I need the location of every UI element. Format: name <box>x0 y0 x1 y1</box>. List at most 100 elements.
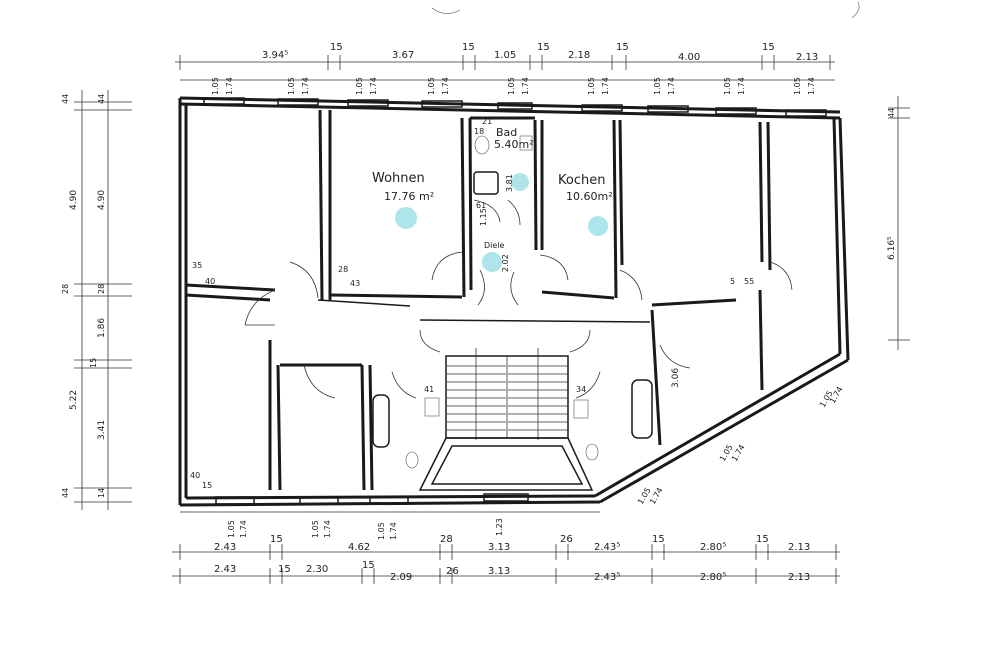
toilet-icon <box>424 397 440 417</box>
top-dimension-line: 3.94⁵ 15 3.67 15 1.05 15 2.18 15 4.00 15… <box>175 42 835 70</box>
room-marker-kochen <box>588 216 608 236</box>
room-area-bad: 5.40m² <box>494 138 534 151</box>
room-code: 41 <box>424 385 434 394</box>
dim-left: 44 <box>61 488 70 498</box>
room-code: 40 <box>205 277 215 286</box>
win-dim: 1.05 <box>427 77 436 95</box>
dim-bottom1: 2.13 <box>788 542 810 553</box>
dim-left: 15 <box>89 358 98 368</box>
dim-misc: 3.81 <box>505 174 514 192</box>
sink-icon <box>405 451 419 469</box>
room-marker-diele <box>482 252 502 272</box>
win-dim: 1.05 <box>507 77 516 95</box>
room-code: 15 <box>202 481 212 490</box>
dim-bottom2: 2.43⁵ <box>594 572 620 583</box>
bottom-dimension-line-1: 2.43 15 4.62 28 3.13 26 2.43⁵ 15 2.80⁵ 1… <box>172 534 840 560</box>
room-marker-wohnen <box>395 207 417 229</box>
dim-misc: 3.06 <box>671 368 681 388</box>
dim-bottom1: 2.43 <box>214 542 236 553</box>
room-label-wohnen: Wohnen <box>372 171 425 186</box>
win-dim: 1.05 <box>377 522 386 540</box>
diag-dim: 1.74 <box>730 443 747 463</box>
room-code: 5 <box>730 277 735 286</box>
win-dim: 1.74 <box>301 77 310 95</box>
dim-bottom1: 15 <box>270 534 283 545</box>
dim-bottom2: 2.80⁵ <box>700 572 726 583</box>
room-code: 35 <box>192 261 202 270</box>
staircase <box>418 348 594 491</box>
dim-left: 3.41 <box>97 420 107 440</box>
room-area-kochen: 10.60m² <box>566 190 613 203</box>
corner-mark <box>431 7 461 14</box>
room-label-bad: Bad <box>496 126 517 139</box>
win-dim: 1.74 <box>323 520 332 538</box>
dim-bottom2: 26 <box>446 566 459 577</box>
dim-left: 14 <box>97 488 106 498</box>
win-dim: 1.74 <box>601 77 610 95</box>
dim-left: 28 <box>97 284 106 294</box>
dim-left: 44 <box>97 94 106 104</box>
dim-bottom1: 28 <box>440 534 453 545</box>
dim-left: 1.86 <box>97 318 107 338</box>
top-windows <box>203 97 827 117</box>
room-code: 40 <box>190 471 200 480</box>
dim-bottom2: 2.30 <box>306 564 328 575</box>
dim-bottom1: 15 <box>756 534 769 545</box>
dim-right: 44 <box>887 108 896 118</box>
sink-icon <box>585 443 599 461</box>
dim-bottom1: 15 <box>652 534 665 545</box>
dim-bottom1: 4.62 <box>348 542 370 553</box>
win-dim: 1.05 <box>227 520 236 538</box>
win-dim: 1.74 <box>389 522 398 540</box>
toilet-icon <box>573 399 589 419</box>
room-label-diele: Diele <box>484 241 505 250</box>
win-dim: 1.74 <box>667 77 676 95</box>
win-dim: 1.74 <box>441 77 450 95</box>
dim-top-5: 1.05 <box>494 50 516 61</box>
room-marker-bad <box>511 173 529 191</box>
win-dim: 1.05 <box>211 77 220 95</box>
win-dim: 1.74 <box>239 520 248 538</box>
win-dim: 1.05 <box>653 77 662 95</box>
corner-mark <box>851 1 860 19</box>
dim-top-2: 15 <box>330 42 343 53</box>
dim-misc: 1.15 <box>479 208 488 226</box>
dim-bottom1: 2.80⁵ <box>700 542 726 553</box>
room-code: 61 <box>476 201 486 210</box>
dim-bottom1: 3.13 <box>488 542 510 553</box>
doors <box>244 199 793 399</box>
diag-dim: 1.74 <box>648 486 665 506</box>
dim-bottom2: 3.13 <box>488 566 510 577</box>
right-dimension-line: 44 6.16⁵ <box>887 96 910 350</box>
win-dim: 1.05 <box>287 77 296 95</box>
win-dim: 1.05 <box>587 77 596 95</box>
room-label-kochen: Kochen <box>558 173 605 188</box>
win-dim: 1.23 <box>495 518 504 536</box>
dim-left: 4.90 <box>97 190 107 210</box>
win-dim: 1.74 <box>737 77 746 95</box>
win-dim: 1.05 <box>311 520 320 538</box>
dim-top-7: 2.18 <box>568 50 590 61</box>
bottom-windows <box>215 493 529 505</box>
bottom-window-dims: 1.05 1.74 1.05 1.74 1.05 1.74 1.23 <box>180 511 600 540</box>
room-code: 55 <box>744 277 754 286</box>
dim-top-3: 3.67 <box>392 50 414 61</box>
left-dimension-line: 44 44 4.90 4.90 28 28 1.86 15 5.22 3.41 … <box>61 90 132 510</box>
toilet-icon <box>474 135 490 155</box>
room-code: 21 <box>482 117 492 126</box>
dim-top-1: 3.94⁵ <box>262 50 288 61</box>
bathtub-icon <box>631 379 653 439</box>
dim-right: 6.16⁵ <box>887 236 897 260</box>
dim-bottom2: 2.43 <box>214 564 236 575</box>
diag-dim: 1.74 <box>828 385 845 405</box>
dim-left: 5.22 <box>69 390 79 410</box>
room-area-wohnen: 17.76 m² <box>384 190 434 203</box>
room-code: 43 <box>350 279 360 288</box>
dim-bottom2: 15 <box>362 560 375 571</box>
dim-top-9: 4.00 <box>678 52 700 63</box>
top-window-dims: 1.05 1.74 1.05 1.74 1.05 1.74 1.05 1.74 … <box>180 77 835 95</box>
dim-top-6: 15 <box>537 42 550 53</box>
dim-top-11: 2.13 <box>796 52 818 63</box>
room-code: 18 <box>474 127 484 136</box>
